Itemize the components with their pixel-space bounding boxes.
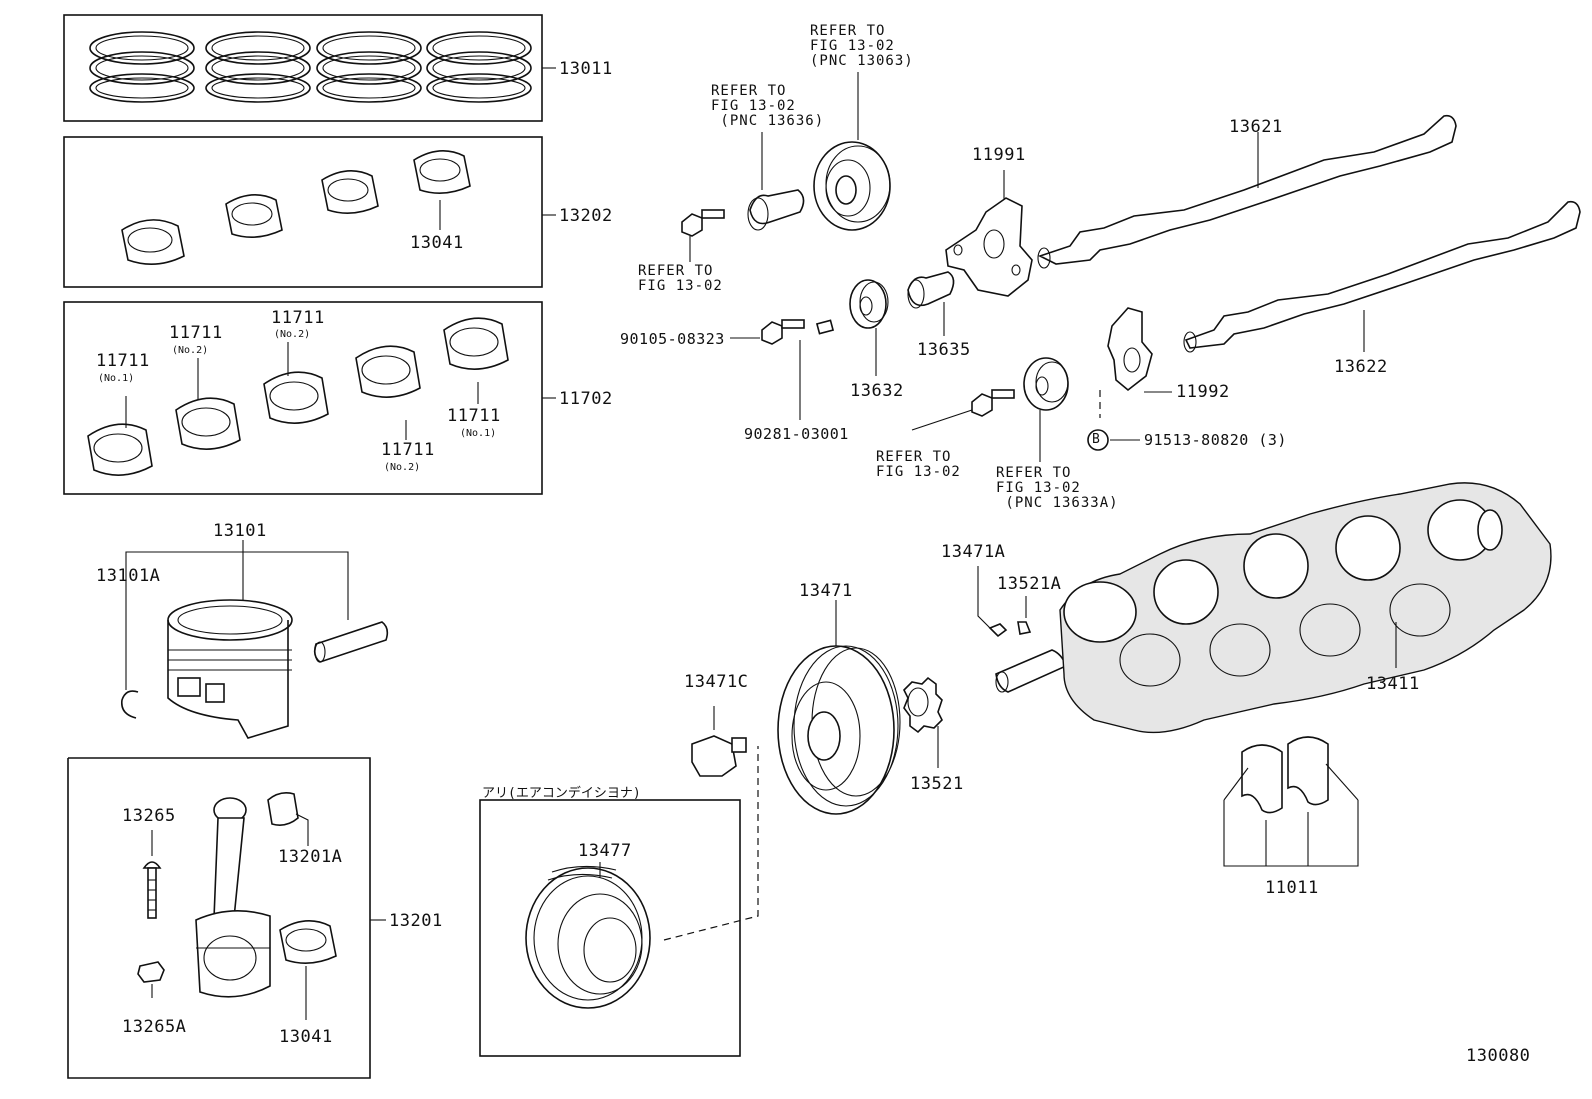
part-label-13041-top: 13041 xyxy=(410,233,464,253)
thrust-washer-drawing xyxy=(1223,736,1359,867)
piston-ring-drawing xyxy=(205,31,311,103)
rod-bearing-shell-drawing xyxy=(225,194,283,238)
pulley-bolt-drawing xyxy=(691,706,747,777)
gear-13633a-drawing xyxy=(1023,357,1069,462)
rod-bearing-shell-drawing xyxy=(413,150,471,194)
part-label-11992: 11992 xyxy=(1176,382,1230,402)
part-label-13632: 13632 xyxy=(850,381,904,401)
refer-note-13636: REFER TO FIG 13-02 (PNC 13636) xyxy=(711,83,825,129)
cam-gear-13063-drawing xyxy=(813,72,891,231)
bolt-mid-drawing xyxy=(911,389,1015,431)
snap-ring-drawing xyxy=(120,570,139,719)
pin-90281-drawing xyxy=(799,319,835,420)
part-label-11011: 11011 xyxy=(1265,878,1319,898)
part-label-13621: 13621 xyxy=(1229,117,1283,137)
main-bearing-shell-drawing xyxy=(443,317,509,370)
part-label-13101: 13101 xyxy=(213,521,267,541)
camshaft-2-drawing xyxy=(1183,200,1581,353)
ac-pulley-drawing xyxy=(525,862,651,1009)
bolt-callout-marker xyxy=(1087,429,1140,451)
bolt-callout-marker-letter: B xyxy=(1092,432,1100,447)
main-bearing-shell-drawing xyxy=(175,397,241,450)
rod-bearing-set-box xyxy=(63,136,556,288)
part-label-11711-d: 11711 xyxy=(381,440,435,460)
ac-pulley-box xyxy=(479,746,759,1057)
rod-nut-drawing xyxy=(137,961,165,998)
gear-13632-drawing xyxy=(849,279,889,376)
part-label-13265a: 13265A xyxy=(122,1017,187,1037)
bolt-90105-drawing xyxy=(730,319,805,345)
part-label-90105: 90105-08323 xyxy=(620,330,725,348)
piston-ring-drawing xyxy=(426,31,532,103)
piston-drawing xyxy=(125,540,349,739)
connecting-rod-box xyxy=(67,757,386,1079)
part-label-13041-bottom: 13041 xyxy=(279,1027,333,1047)
part-label-90281: 90281-03001 xyxy=(744,425,849,443)
part-sublabel-11711-d: (No.2) xyxy=(384,462,421,473)
part-label-11711-c: 11711 xyxy=(271,308,325,328)
bearing-cap-1-drawing xyxy=(945,170,1033,297)
part-label-11711-e: 11711 xyxy=(447,406,501,426)
connecting-rod-drawing xyxy=(195,797,271,998)
part-label-11991: 11991 xyxy=(972,145,1026,165)
ac-caption: アリ(エアコンデイシヨナ) xyxy=(482,786,641,801)
crankshaft-drawing xyxy=(995,482,1552,734)
refer-note-bolt-mid: REFER TO FIG 13-02 xyxy=(876,449,961,480)
part-label-13622: 13622 xyxy=(1334,357,1388,377)
rod-bushing-drawing xyxy=(267,792,309,846)
refer-note-bolt-top: REFER TO FIG 13-02 xyxy=(638,263,723,294)
part-label-13265: 13265 xyxy=(122,806,176,826)
part-label-11702: 11702 xyxy=(559,389,613,409)
part-label-13011: 13011 xyxy=(559,59,613,79)
refer-note-13633a: REFER TO FIG 13-02 (PNC 13633A) xyxy=(996,465,1119,511)
part-label-13471a: 13471A xyxy=(941,542,1006,562)
part-label-13521a: 13521A xyxy=(997,574,1062,594)
part-label-13202: 13202 xyxy=(559,206,613,226)
part-label-91513: 91513-80820 (3) xyxy=(1144,431,1287,449)
camshaft-1-drawing xyxy=(1037,114,1457,269)
piston-ring-set-box xyxy=(63,14,556,122)
part-label-13201a: 13201A xyxy=(278,847,343,867)
crank-pulley-drawing xyxy=(777,600,901,815)
rod-bearing-drawing xyxy=(279,920,337,1020)
part-label-13101a: 13101A xyxy=(96,566,161,586)
rod-bearing-shell-drawing xyxy=(121,219,185,265)
part-label-13477: 13477 xyxy=(578,841,632,861)
part-sublabel-11711-c: (No.2) xyxy=(274,329,311,340)
bearing-cap-2-drawing xyxy=(1099,307,1172,418)
main-bearing-shell-drawing xyxy=(355,345,421,398)
main-bearing-shell-drawing xyxy=(87,423,153,476)
piston-ring-drawing xyxy=(316,31,422,103)
main-bearing-shell-drawing xyxy=(263,371,329,424)
crank-key-drawing xyxy=(977,566,1032,638)
part-label-13411: 13411 xyxy=(1366,674,1420,694)
piston-ring-drawing xyxy=(89,31,195,103)
sleeve-13635-drawing xyxy=(907,271,955,336)
part-label-11711-a: 11711 xyxy=(96,351,150,371)
rod-bolt-drawing xyxy=(142,830,162,919)
part-label-11711-b: 11711 xyxy=(169,323,223,343)
crank-timing-gear-drawing xyxy=(903,676,943,768)
bolt-top-drawing xyxy=(681,209,725,262)
part-sublabel-11711-a: (No.1) xyxy=(98,373,135,384)
part-label-13201: 13201 xyxy=(389,911,443,931)
diagram-id: 130080 xyxy=(1466,1046,1531,1066)
part-label-13471: 13471 xyxy=(799,581,853,601)
part-label-13521: 13521 xyxy=(910,774,964,794)
sleeve-13636-drawing xyxy=(747,132,805,231)
part-sublabel-11711-b: (No.2) xyxy=(172,345,209,356)
main-bearing-set-box xyxy=(63,301,556,495)
refer-note-13063: REFER TO FIG 13-02 (PNC 13063) xyxy=(810,23,914,69)
piston-pin-drawing xyxy=(313,621,389,663)
rod-bearing-shell-drawing xyxy=(321,170,379,214)
part-label-13471c: 13471C xyxy=(684,672,749,692)
part-sublabel-11711-e: (No.1) xyxy=(460,428,497,439)
part-label-13635: 13635 xyxy=(917,340,971,360)
